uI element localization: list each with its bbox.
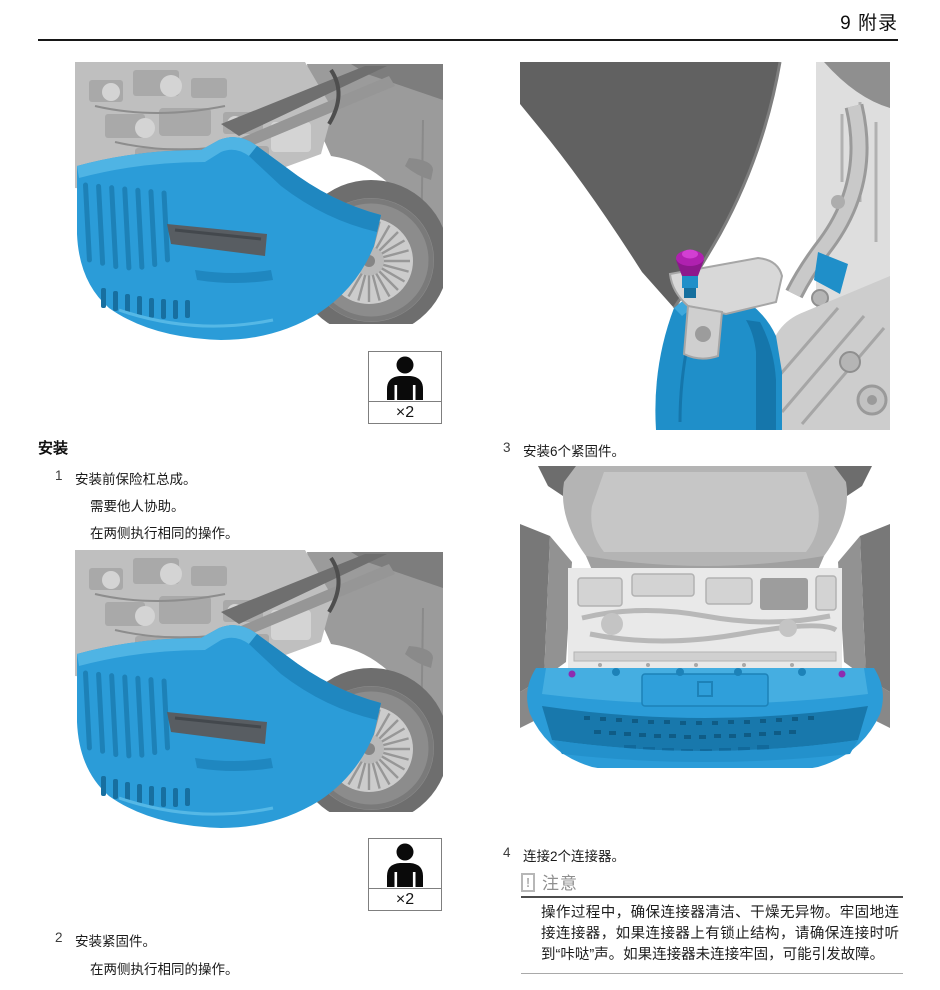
person-count-badge: ×2 — [368, 351, 442, 424]
step-note: 在两侧执行相同的操作。 — [90, 962, 239, 977]
step-item-4: 4 连接2个连接器。 — [503, 845, 903, 865]
caution-divider-bottom — [521, 973, 903, 974]
fastener-highlight — [676, 249, 704, 298]
section-title: 安装 — [38, 440, 69, 457]
step-item-3: 3 安装6个紧固件。 — [503, 440, 883, 460]
step-number: 2 — [55, 930, 63, 945]
caution-title: 注意 — [542, 874, 578, 893]
person-icon — [369, 839, 441, 888]
figure-front-bumper-overview-2 — [75, 550, 443, 834]
step-number: 1 — [55, 468, 63, 483]
badge-count-label: ×2 — [369, 888, 441, 910]
figure-fastener-closeup — [520, 62, 890, 430]
step-text: 安装紧固件。 — [75, 934, 156, 949]
page-chapter: 9 附录 — [840, 13, 898, 34]
header-divider — [38, 39, 898, 41]
step-text: 安装前保险杠总成。 — [75, 472, 197, 487]
figure-front-bumper-connectors — [520, 466, 890, 768]
person-icon — [369, 352, 441, 401]
caution-text: 操作过程中，确保连接器清洁、干燥无异物。牢固地连接连接器，如果连接器上有锁止结构… — [541, 905, 899, 963]
caution-divider-top — [521, 896, 903, 898]
step-text: 安装6个紧固件。 — [523, 444, 626, 459]
exclamation-icon: ! — [521, 873, 535, 892]
caution-box: ! 注意 操作过程中，确保连接器清洁、干燥无异物。牢固地连接连接器，如果连接器上… — [521, 869, 903, 974]
step-number: 3 — [503, 440, 511, 455]
figure-front-bumper-overview-1 — [75, 62, 443, 346]
step-number: 4 — [503, 845, 511, 860]
person-count-badge: ×2 — [368, 838, 442, 911]
badge-count-label: ×2 — [369, 401, 441, 423]
step-item-1: 1 安装前保险杠总成。 — [55, 468, 435, 488]
step-item-2: 2 安装紧固件。 — [55, 930, 435, 950]
step-text: 连接2个连接器。 — [523, 849, 626, 864]
step-note: 在两侧执行相同的操作。 — [90, 526, 239, 541]
step-note: 需要他人协助。 — [90, 499, 185, 514]
